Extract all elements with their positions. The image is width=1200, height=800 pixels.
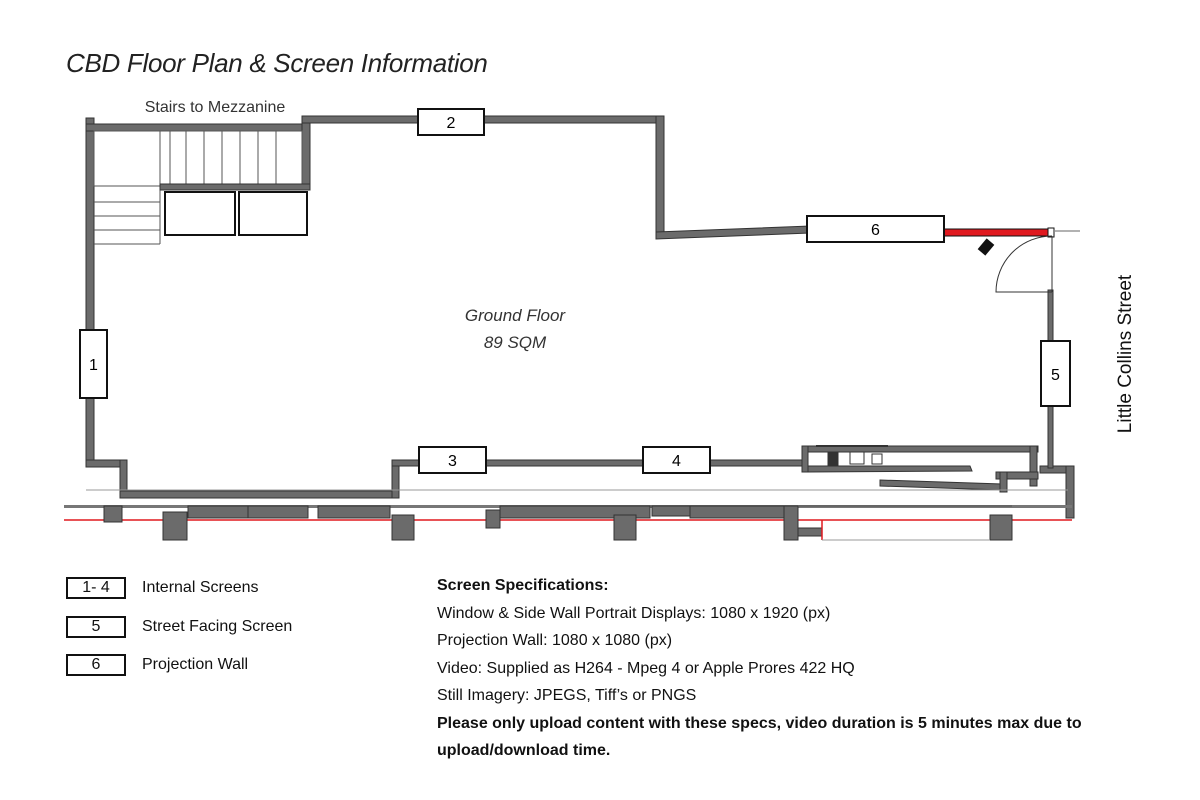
screen-4-label: 4 xyxy=(672,453,681,470)
left-wall xyxy=(85,117,95,467)
legend-item-internal: 1- 4 Internal Screens xyxy=(66,577,259,599)
walls xyxy=(85,115,1075,519)
kitchen-right xyxy=(1029,445,1038,487)
mezzanine-post-wall xyxy=(301,115,311,187)
spec-line: Window & Side Wall Portrait Displays: 10… xyxy=(437,604,831,622)
screen-specifications: Screen Specifications: Window & Side Wal… xyxy=(437,572,1157,765)
bottom-wall-left xyxy=(119,490,399,499)
screen-2: 2 xyxy=(417,108,485,136)
screen-1: 1 xyxy=(79,329,108,399)
door-handle xyxy=(977,238,995,256)
right-upper-wall xyxy=(655,115,665,239)
screen-5: 5 xyxy=(1040,340,1071,407)
screen-6: 6 xyxy=(806,215,945,243)
spec-line: Projection Wall: 1080 x 1080 (px) xyxy=(437,632,673,649)
screen-3: 3 xyxy=(418,446,487,474)
slanted-wall xyxy=(655,225,811,240)
landing-wall xyxy=(159,183,311,191)
page-title: CBD Floor Plan & Screen Information xyxy=(66,48,488,78)
kitchen-fixtures xyxy=(816,445,888,467)
floor-area: 89 SQM xyxy=(484,333,547,352)
door-swing xyxy=(995,235,1053,293)
legend-item-projection: 6 Projection Wall xyxy=(66,654,248,676)
projection-wall-red xyxy=(943,228,1051,237)
top-left-wall xyxy=(85,123,309,132)
screen-1-label: 1 xyxy=(89,357,98,374)
legend-label-internal: Internal Screens xyxy=(142,579,259,596)
legend-item-street: 5 Street Facing Screen xyxy=(66,616,292,638)
kitchen-left xyxy=(801,445,809,473)
screen-6-label: 6 xyxy=(871,222,880,239)
spec-line: Still Imagery: JPEGS, Tiff’s or PNGS xyxy=(437,687,697,704)
screen-2-label: 2 xyxy=(447,115,456,132)
legend-key-projection: 6 xyxy=(66,654,126,676)
spec-line: Video: Supplied as H264 - Mpeg 4 or Appl… xyxy=(437,659,855,677)
front-wall-right xyxy=(1065,465,1075,519)
facade xyxy=(64,489,1072,541)
cabinet-left xyxy=(164,191,236,236)
kitchen-bottom xyxy=(807,465,973,473)
ramp-wall xyxy=(879,479,1003,491)
door-jamb xyxy=(1047,227,1055,238)
cabinet-right xyxy=(238,191,308,236)
legend-label-projection: Projection Wall xyxy=(142,656,249,673)
stairs-label: Stairs to Mezzanine xyxy=(145,99,286,116)
specs-heading: Screen Specifications: xyxy=(437,577,609,594)
screen-5-label: 5 xyxy=(1051,367,1060,384)
screen-4: 4 xyxy=(642,446,711,474)
legend-label-street: Street Facing Screen xyxy=(142,618,293,635)
legend-key-street: 5 xyxy=(66,616,126,638)
street-label: Little Collins Street xyxy=(1115,274,1136,433)
screen-3-label: 3 xyxy=(448,453,457,470)
floor-plan: 1 2 3 4 5 6 Stairs to Mezzanine Ground F… xyxy=(64,99,1136,541)
legend-key-internal: 1- 4 xyxy=(66,577,126,599)
upload-note: Please only upload content with these sp… xyxy=(437,714,1082,760)
ramp-post xyxy=(999,471,1008,493)
ramp-upper xyxy=(995,471,1039,480)
floor-name: Ground Floor xyxy=(465,306,566,325)
